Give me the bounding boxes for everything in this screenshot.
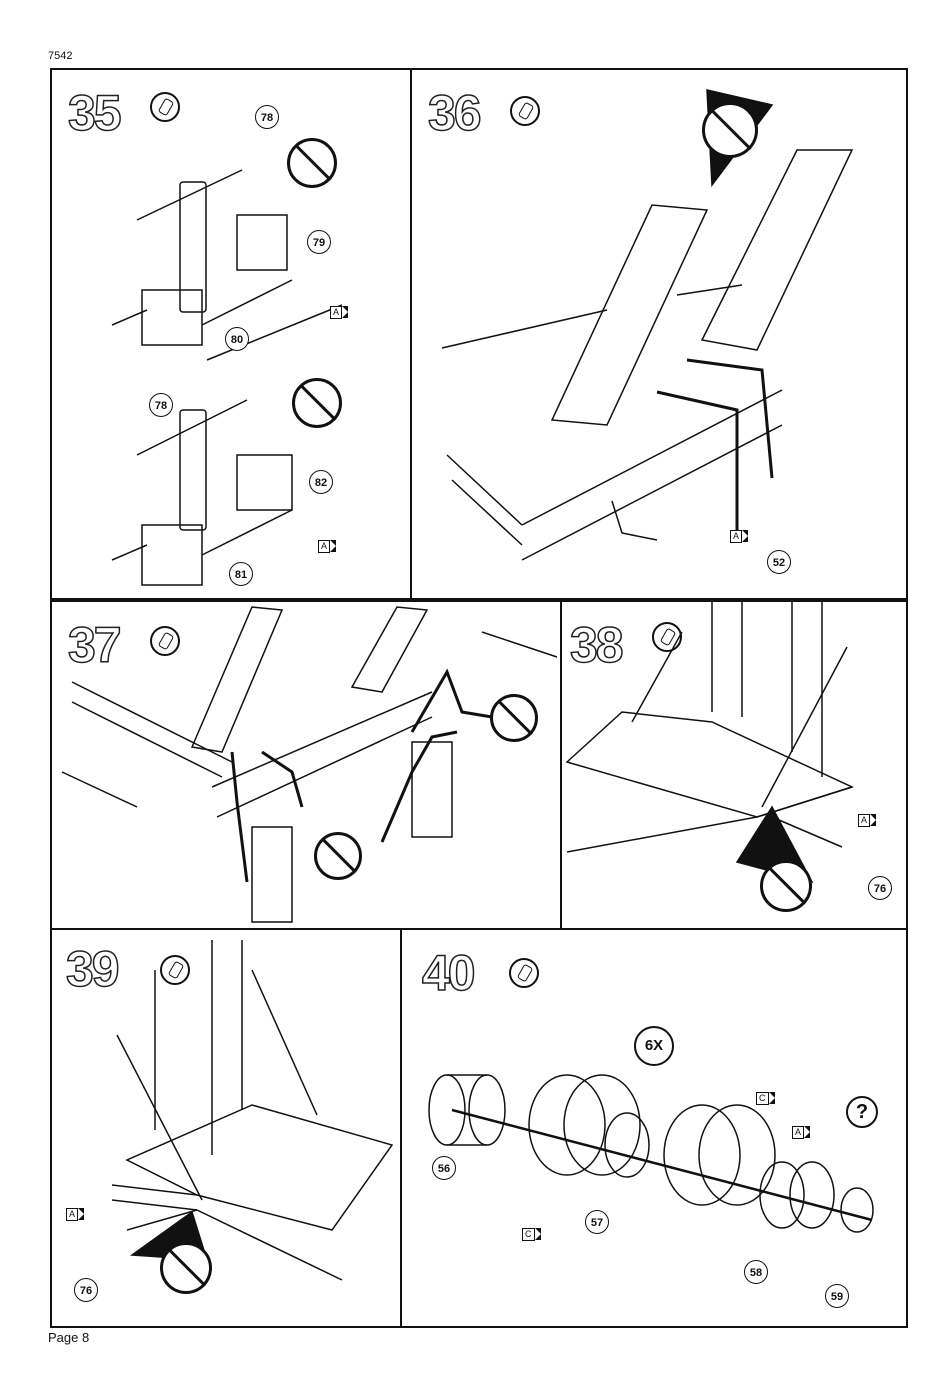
part-callout: 78 [149,393,173,417]
part-callout: 82 [309,470,333,494]
step-35-drawing [111,169,343,586]
step-37-drawing [61,606,558,923]
part-callout: 52 [767,550,791,574]
document-code: 7542 [48,50,73,62]
part-callout: 57 [585,1210,609,1234]
step-40-drawing [428,1074,874,1233]
part-callout: 56 [432,1156,456,1180]
step-39-panel: 39 A 76 [50,928,402,1328]
decal-tag: A [330,306,349,319]
decal-tag: A [730,530,749,543]
step-35-panel: 35 78 79 80 78 82 81 A A [50,68,412,600]
glue-tube-icon [509,958,539,988]
help-question-icon: ? [846,1096,878,1128]
part-callout: 80 [225,327,249,351]
decal-tag: C [522,1228,540,1241]
glue-tube-icon [510,96,540,126]
decal-tag: A [66,1208,85,1221]
part-callout: 76 [74,1278,98,1302]
glue-tube-icon [150,626,180,656]
no-glue-icon [292,378,342,428]
step-35-number: 35 [67,85,122,141]
no-glue-icon [287,138,337,188]
step-36-panel: 36 A 52 [410,68,908,600]
step-40-number: 40 [421,945,476,1001]
no-glue-icon [160,1242,212,1294]
no-glue-icon [702,102,758,158]
part-callout: 78 [255,105,279,129]
no-glue-icon [760,860,812,912]
page-number: Page 8 [48,1330,90,1345]
part-callout: 76 [868,876,892,900]
part-callout: 79 [307,230,331,254]
quantity-multiplier: 6X [634,1026,674,1066]
part-callout: 58 [744,1260,768,1284]
decal-tag: C [756,1092,774,1105]
step-37-number: 37 [67,617,122,673]
glue-tube-icon [160,955,190,985]
step-38-number: 38 [569,617,624,673]
step-40-panel: 40 6X ? C A C 56 57 58 59 [400,928,908,1328]
decal-tag: A [792,1126,811,1139]
no-glue-icon [314,832,362,880]
step-39-number: 39 [65,941,120,997]
decal-tag: A [318,540,337,553]
glue-tube-icon [652,622,682,652]
step-37-panel: 37 [50,600,562,930]
step-36-number: 36 [427,85,482,141]
part-callout: 59 [825,1284,849,1308]
step-38-panel: 38 A 76 [560,600,908,930]
decal-tag: A [858,814,877,827]
glue-tube-icon [150,92,180,122]
no-glue-icon [490,694,538,742]
part-callout: 81 [229,562,253,586]
step-36-drawing [441,89,854,561]
